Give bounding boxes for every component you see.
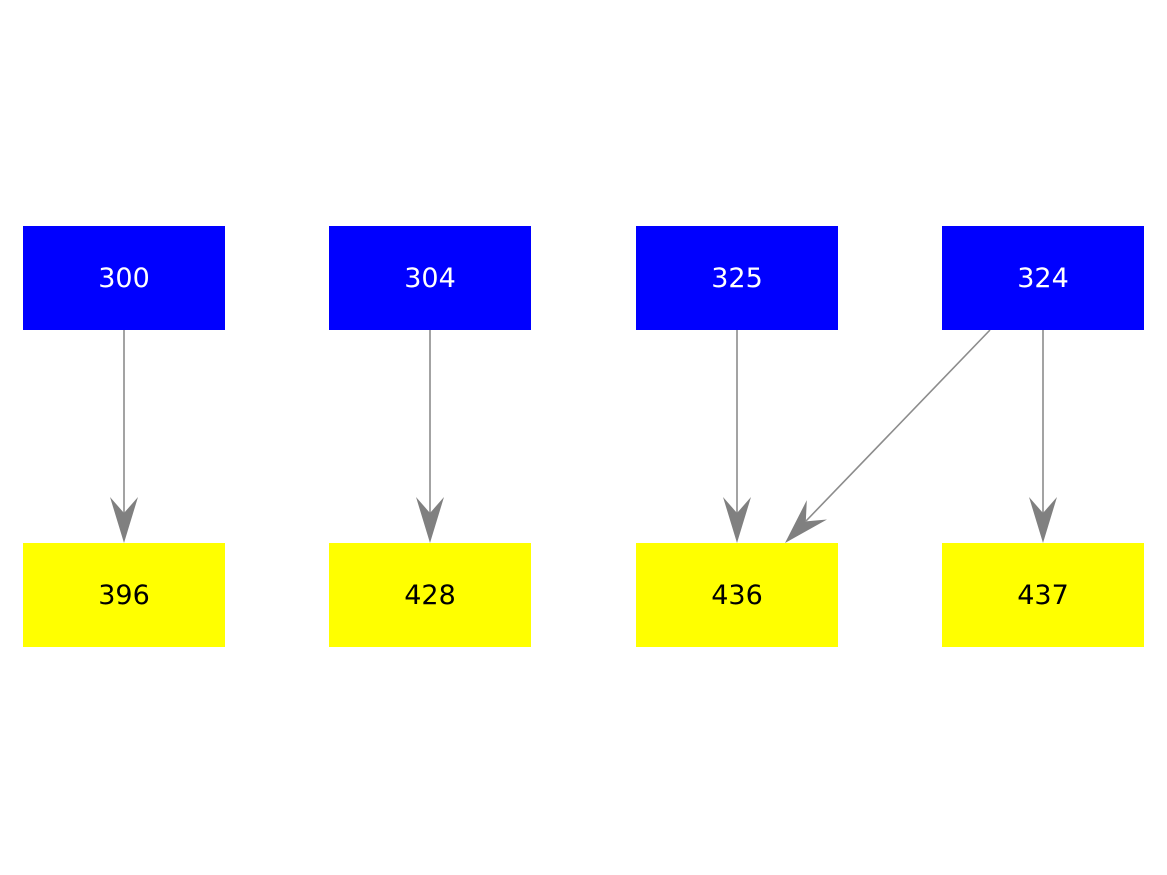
node-396: 396 xyxy=(23,543,225,647)
node-436: 436 xyxy=(636,543,838,647)
node-437: 437 xyxy=(942,543,1144,647)
node-324: 324 xyxy=(942,226,1144,330)
edge-300-396 xyxy=(110,330,138,543)
edge-304-428 xyxy=(416,330,444,543)
node-428: 428 xyxy=(329,543,531,647)
node-325: 325 xyxy=(636,226,838,330)
node-300: 300 xyxy=(23,226,225,330)
node-304: 304 xyxy=(329,226,531,330)
edge-325-436 xyxy=(723,330,751,543)
edge-324-436 xyxy=(785,329,991,543)
edge-324-437 xyxy=(1029,330,1057,543)
